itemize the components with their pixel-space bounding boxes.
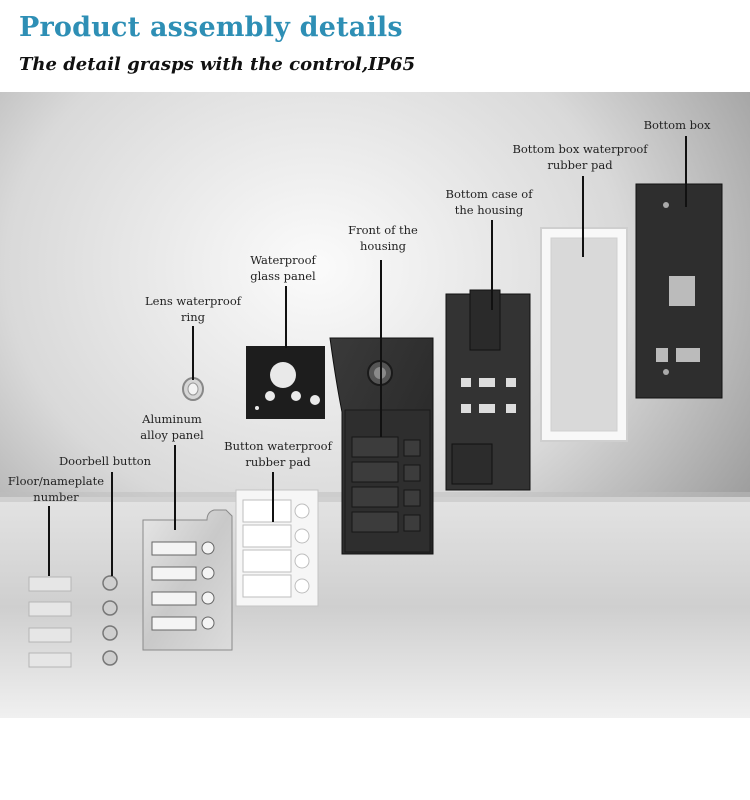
- nameplate-strips: [28, 576, 72, 668]
- bottom-box: [635, 183, 723, 399]
- page-subtitle: The detail grasps with the control,IP65: [19, 54, 416, 75]
- bottom-case: [445, 289, 531, 491]
- lens-ring: [182, 377, 204, 401]
- doorbell-buttons: [102, 575, 118, 666]
- assembly-photo: Bottom box Bottom box waterproof rubber …: [0, 92, 750, 718]
- label-glass-panel: Waterproof glass panel: [250, 253, 316, 283]
- leader-lines: [48, 136, 687, 576]
- label-bottom-case: Bottom case of the housing: [445, 187, 533, 217]
- aluminum-panel: [142, 509, 233, 651]
- glass-panel: [246, 346, 325, 419]
- label-doorbell-button: Doorbell button: [58, 454, 152, 468]
- label-front-housing: Front of the housing: [348, 223, 418, 253]
- page-title: Product assembly details: [19, 12, 403, 43]
- button-rubber-pad: [235, 489, 319, 607]
- front-housing: [329, 337, 434, 555]
- label-nameplate: Floor/nameplate number: [7, 474, 105, 504]
- exploded-view: [0, 92, 750, 718]
- label-button-pad: Button waterproof rubber pad: [224, 439, 332, 469]
- label-lens-ring: Lens waterproof ring: [145, 294, 241, 324]
- label-aluminum-panel: Aluminum alloy panel: [140, 412, 204, 442]
- label-bottom-box: Bottom box: [643, 118, 711, 132]
- label-bottom-box-pad: Bottom box waterproof rubber pad: [512, 142, 648, 172]
- bottom-box-pad: [540, 227, 628, 442]
